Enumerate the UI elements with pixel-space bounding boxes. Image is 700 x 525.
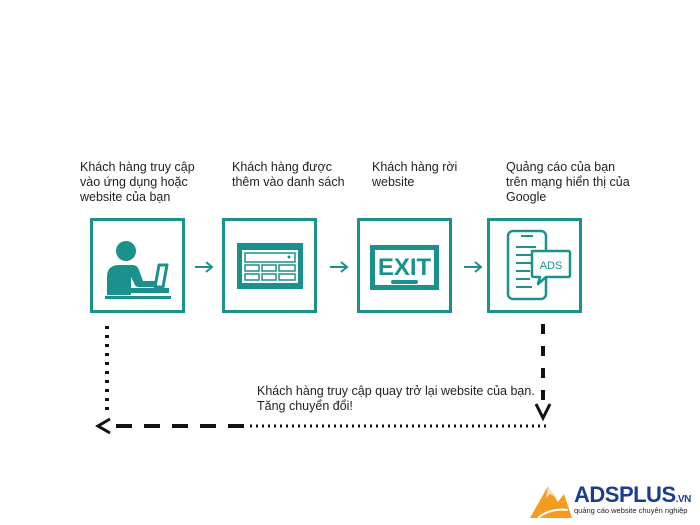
- exit-sign-icon: EXIT: [370, 245, 439, 290]
- step-2-box: [222, 218, 317, 313]
- logo-tagline: quảng cáo website chuyên nghiệp: [574, 506, 688, 515]
- user-at-laptop-icon: [105, 241, 171, 299]
- left-arrowhead: [95, 417, 111, 435]
- step-2-label: Khách hàng được thêm vào danh sách: [232, 160, 345, 189]
- logo-wordmark: ADSPLUS.VN: [574, 482, 691, 508]
- adsplus-logo: ADSPLUS.VN quảng cáo website chuyên nghi…: [528, 478, 698, 522]
- step-1-label: Khách hàng truy cập vào ứng dụng hoặc we…: [80, 160, 195, 204]
- arrow-3-4: [464, 261, 483, 273]
- ads-badge-text: ADS: [540, 260, 563, 272]
- mountain-logo-icon: [530, 486, 572, 519]
- return-caption: Khách hàng truy cập quay trở lại website…: [257, 384, 535, 413]
- step-4-label: Quảng cáo của bạn trên mạng hiển thị của…: [506, 160, 630, 204]
- step-4-box: ADS: [487, 218, 582, 313]
- exit-sign-text: EXIT: [378, 254, 432, 281]
- step-3-label: Khách hàng rời website: [372, 160, 458, 189]
- arrow-1-2: [195, 261, 214, 273]
- step-1-box: [90, 218, 185, 313]
- arrow-2-3: [330, 261, 349, 273]
- logo-name: ADSPLUS: [574, 482, 676, 507]
- logo-suffix: .VN: [675, 494, 692, 505]
- step-3-box: EXIT: [357, 218, 452, 313]
- browser-window-icon: [237, 243, 303, 289]
- phone-ads-icon: ADS: [506, 229, 572, 301]
